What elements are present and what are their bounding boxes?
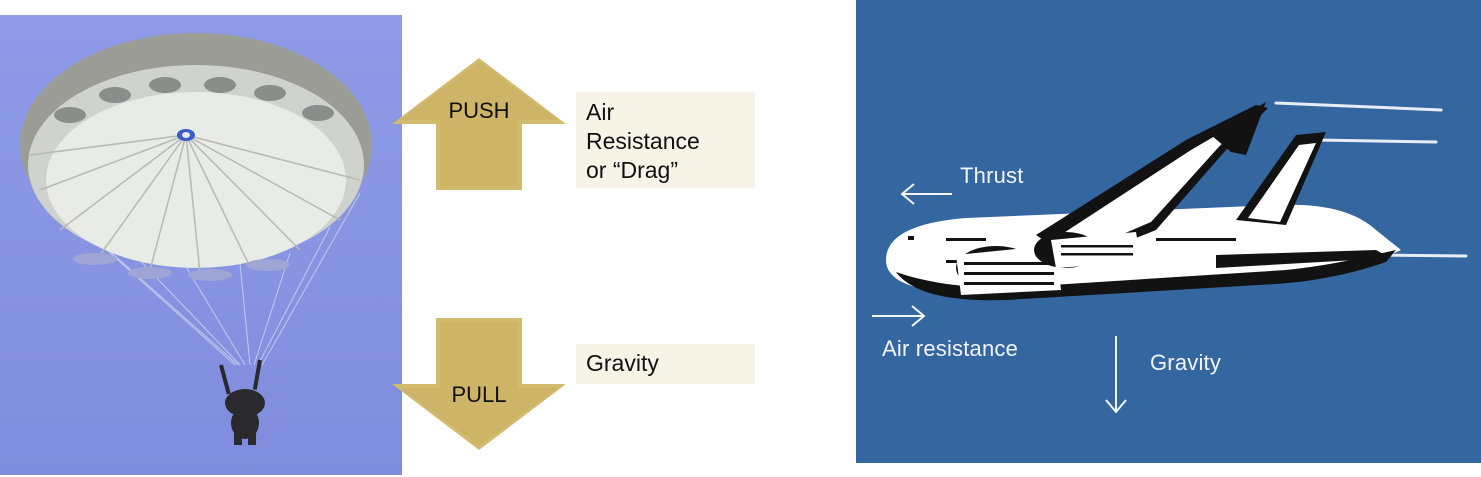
- arrow-down-icon: [392, 318, 566, 450]
- arrow-right-icon: [872, 305, 926, 327]
- arrow-up-icon: [392, 58, 566, 190]
- drag-caption-line-2: Resistance: [586, 128, 700, 154]
- airplane-icon: [872, 101, 1468, 414]
- airplane-diagram: Thrust Air resistance Gravity: [856, 0, 1481, 463]
- parachute-photo: [0, 15, 402, 475]
- arrow-left-icon: [900, 183, 952, 205]
- gravity-arrow-icon: [1105, 336, 1127, 414]
- drag-caption: Air Resistance or “Drag”: [576, 92, 755, 188]
- air-resistance-label: Air resistance: [882, 336, 1019, 361]
- thrust-label: Thrust: [960, 163, 1024, 188]
- pull-arrow: PULL: [392, 318, 566, 450]
- gravity-label: Gravity: [1150, 350, 1222, 375]
- gravity-caption-text: Gravity: [586, 350, 659, 376]
- push-label: PUSH: [448, 98, 510, 123]
- push-arrow: PUSH: [392, 58, 566, 190]
- drag-caption-line-3: or “Drag”: [586, 157, 679, 183]
- pull-label: PULL: [451, 382, 507, 407]
- drag-caption-line-1: Air: [586, 99, 615, 125]
- parachute-icon: [20, 33, 372, 445]
- gravity-caption: Gravity: [576, 344, 755, 384]
